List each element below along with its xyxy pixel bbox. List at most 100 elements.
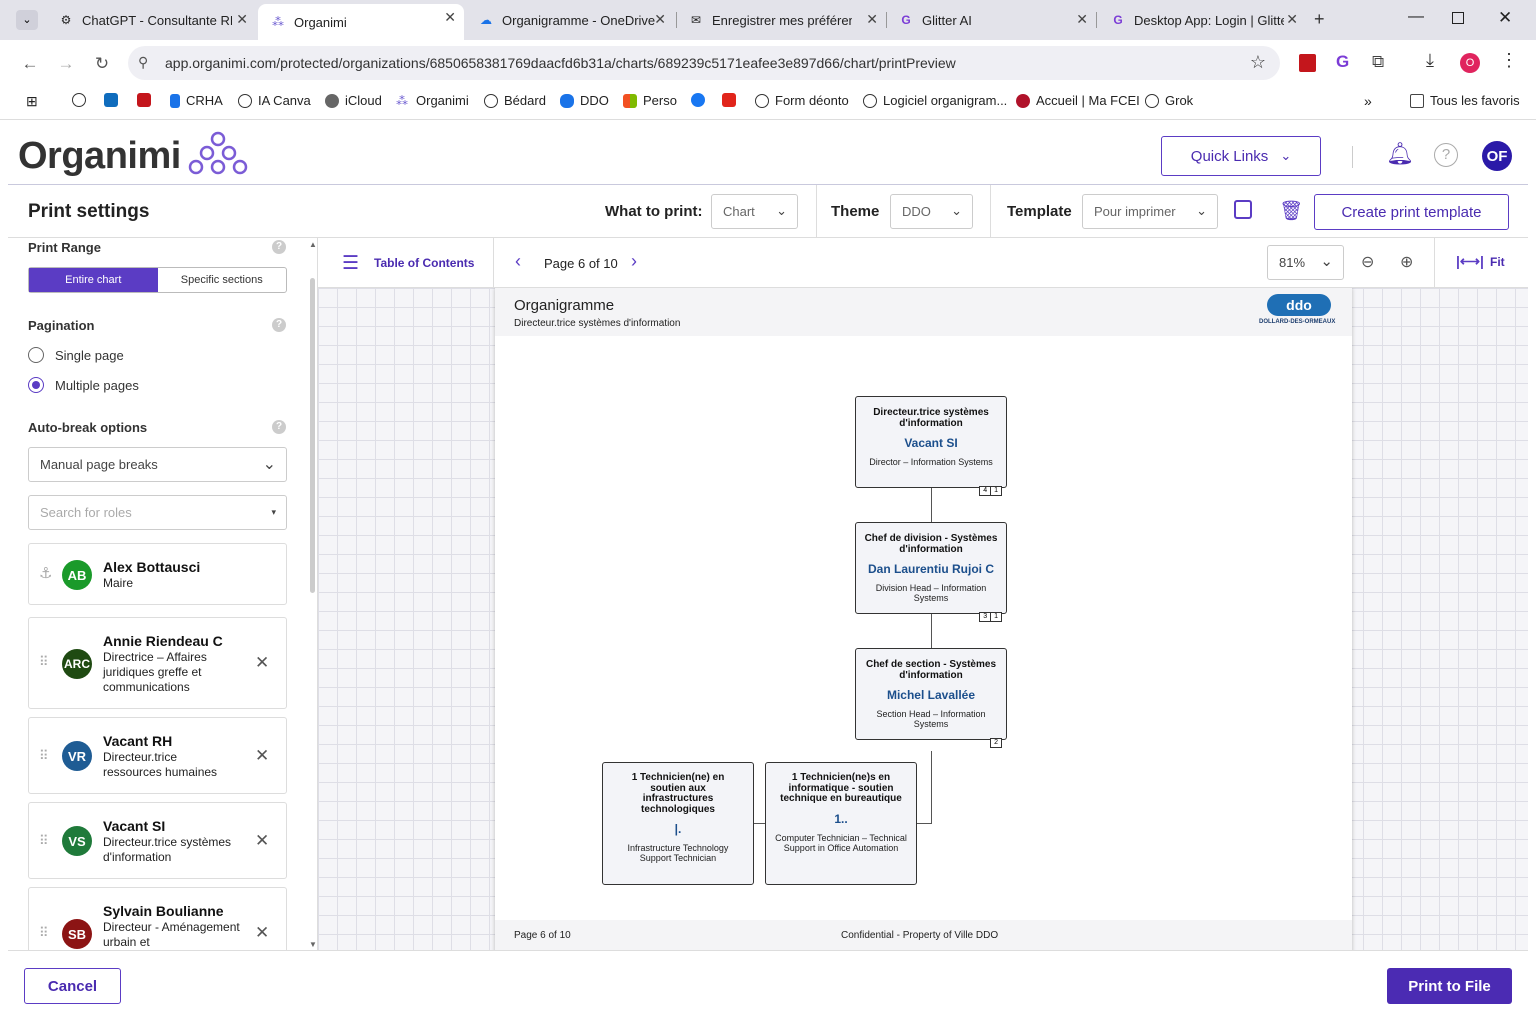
- profile-avatar[interactable]: O: [1460, 53, 1480, 73]
- bookmark-bedard[interactable]: Bédard: [484, 93, 546, 108]
- new-tab-icon[interactable]: +: [1314, 9, 1325, 29]
- role-card[interactable]: ⠿ SB Sylvain Boulianne Directeur - Aména…: [28, 887, 287, 950]
- url-field[interactable]: ⚲ app.organimi.com/protected/organizatio…: [128, 46, 1280, 80]
- remove-icon[interactable]: ✕: [255, 653, 270, 672]
- zoom-in-icon[interactable]: ⊕: [1400, 254, 1414, 271]
- bookmark-ddo[interactable]: DDO: [560, 93, 609, 108]
- scrollbar-thumb[interactable]: [310, 278, 315, 593]
- fit-button[interactable]: Fit: [1490, 255, 1505, 269]
- close-icon[interactable]: ✕: [654, 11, 666, 27]
- browser-tab[interactable]: ⚙ ChatGPT - Consultante RH ✕: [46, 6, 256, 34]
- list-icon[interactable]: ☰: [342, 253, 360, 274]
- close-icon[interactable]: ✕: [1076, 11, 1088, 27]
- user-avatar[interactable]: OF: [1482, 141, 1512, 171]
- bookmark-pdf-icon[interactable]: [137, 93, 157, 107]
- create-print-template-button[interactable]: Create print template: [1314, 194, 1509, 230]
- close-icon[interactable]: ✕: [1286, 11, 1298, 27]
- pdf-extension-icon[interactable]: [1299, 54, 1316, 72]
- glitter-extension-icon[interactable]: G: [1336, 52, 1350, 71]
- bookmark-ia-canva[interactable]: IA Canva: [238, 93, 311, 108]
- browser-tab[interactable]: G Desktop App: Login | Glitter ✕: [1098, 6, 1306, 34]
- minimize-icon[interactable]: —: [1408, 8, 1424, 25]
- quick-links-button[interactable]: Quick Links ⌄: [1161, 136, 1321, 176]
- download-icon[interactable]: ⤓: [1426, 50, 1434, 70]
- bell-icon[interactable]: 🔔︎: [1386, 141, 1414, 166]
- role-card[interactable]: ⚓︎ AB Alex Bottausci Maire: [28, 543, 287, 605]
- template-select[interactable]: Pour imprimer ⌄: [1082, 194, 1218, 229]
- bookmark-crha[interactable]: CRHA: [170, 93, 223, 108]
- reload-icon[interactable]: ↻: [94, 54, 110, 73]
- forward-icon[interactable]: →: [57, 54, 75, 73]
- fit-width-icon[interactable]: |⟷|: [1456, 253, 1484, 269]
- bookmark-perso[interactable]: Perso: [623, 93, 677, 108]
- bookmark-fcei[interactable]: Accueil | Ma FCEI: [1016, 93, 1140, 108]
- drag-handle-icon[interactable]: ⠿: [39, 833, 49, 848]
- bookmark-icloud[interactable]: iCloud: [325, 93, 382, 108]
- theme-select[interactable]: DDO ⌄: [890, 194, 973, 229]
- entire-chart-button[interactable]: Entire chart: [29, 268, 158, 292]
- help-icon[interactable]: ?: [272, 240, 286, 254]
- extensions-icon[interactable]: ⧉: [1372, 52, 1385, 71]
- help-icon[interactable]: ?: [272, 318, 286, 332]
- role-card[interactable]: ⠿ ARC Annie Riendeau C Directrice – Affa…: [28, 617, 287, 709]
- help-icon[interactable]: ?: [272, 420, 286, 434]
- drag-handle-icon[interactable]: ⠿: [39, 654, 49, 669]
- back-icon[interactable]: ←: [21, 54, 39, 73]
- scroll-down-icon[interactable]: ▼: [309, 940, 317, 949]
- what-to-print-select[interactable]: Chart ⌄: [711, 194, 798, 229]
- bookmark-organimi[interactable]: ⁂Organimi: [396, 93, 469, 108]
- help-icon[interactable]: ?: [1434, 143, 1458, 167]
- all-bookmarks[interactable]: Tous les favoris: [1410, 93, 1520, 108]
- auto-break-select[interactable]: Manual page breaks ⌄: [28, 447, 287, 482]
- browser-tab[interactable]: ☁ Organigramme - OneDrive ✕: [466, 6, 674, 34]
- close-icon[interactable]: ✕: [444, 9, 456, 25]
- search-roles-input[interactable]: Search for roles ▾: [28, 495, 287, 530]
- previous-page-icon[interactable]: ‹: [515, 251, 521, 271]
- trash-icon[interactable]: 🗑︎: [1279, 201, 1304, 222]
- browser-tab[interactable]: ✉ Enregistrer mes préférences ✕: [676, 6, 886, 34]
- role-card[interactable]: ⠿ VS Vacant SI Directeur.trice systèmes …: [28, 802, 287, 879]
- node-counts[interactable]: 2: [990, 738, 1002, 748]
- org-node[interactable]: Directeur.trice systèmes d'information V…: [855, 396, 1007, 496]
- maximize-icon[interactable]: [1452, 12, 1464, 24]
- apps-grid-icon[interactable]: ⊞: [26, 93, 38, 109]
- drag-handle-icon[interactable]: ⠿: [39, 748, 49, 763]
- organimi-logo[interactable]: Organimi: [18, 135, 181, 177]
- role-card[interactable]: ⠿ VR Vacant RH Directeur.trice ressource…: [28, 717, 287, 794]
- single-page-radio[interactable]: Single page: [28, 347, 124, 363]
- org-node[interactable]: Chef de section - Systèmes d'information…: [855, 648, 1007, 748]
- bookmark-adobe-icon[interactable]: [722, 93, 742, 107]
- browser-tab[interactable]: G Glitter AI ✕: [886, 6, 1096, 34]
- bookmark-form-deonto[interactable]: Form déonto: [755, 93, 849, 108]
- window-close-icon[interactable]: ✕: [1498, 8, 1513, 27]
- next-page-icon[interactable]: ›: [631, 251, 637, 271]
- org-node[interactable]: 1 Technicien(ne)s en informatique - sout…: [765, 762, 917, 885]
- zoom-select[interactable]: 81% ⌄: [1267, 245, 1344, 280]
- bookmark-chatgpt-icon[interactable]: [72, 93, 92, 107]
- scroll-up-icon[interactable]: ▲: [309, 240, 317, 249]
- org-node[interactable]: Chef de division - Systèmes d'informatio…: [855, 522, 1007, 622]
- multiple-pages-radio[interactable]: Multiple pages: [28, 377, 139, 393]
- bookmark-facebook-icon[interactable]: [691, 93, 711, 107]
- close-icon[interactable]: ✕: [866, 11, 878, 27]
- cancel-button[interactable]: Cancel: [24, 968, 121, 1004]
- print-to-file-button[interactable]: Print to File: [1387, 968, 1512, 1004]
- table-of-contents-button[interactable]: Table of Contents: [374, 256, 475, 270]
- more-menu-icon[interactable]: ⋮: [1500, 50, 1518, 70]
- save-icon[interactable]: [1234, 200, 1252, 219]
- zoom-out-icon[interactable]: ⊖: [1361, 254, 1375, 271]
- org-node[interactable]: 1 Technicien(ne) en soutien aux infrastr…: [602, 762, 754, 885]
- drag-handle-icon[interactable]: ⠿: [39, 925, 49, 940]
- specific-sections-button[interactable]: Specific sections: [180, 274, 263, 286]
- remove-icon[interactable]: ✕: [255, 923, 270, 942]
- bookmark-outlook-icon[interactable]: [104, 93, 124, 107]
- site-info-icon[interactable]: ⚲: [138, 54, 149, 70]
- remove-icon[interactable]: ✕: [255, 831, 270, 850]
- bookmark-grok[interactable]: Grok: [1145, 93, 1193, 108]
- more-bookmarks-icon[interactable]: »: [1364, 93, 1372, 109]
- remove-icon[interactable]: ✕: [255, 746, 270, 765]
- bookmark-logiciel[interactable]: Logiciel organigram...: [863, 93, 1007, 108]
- bookmark-star-icon[interactable]: ☆: [1249, 52, 1266, 72]
